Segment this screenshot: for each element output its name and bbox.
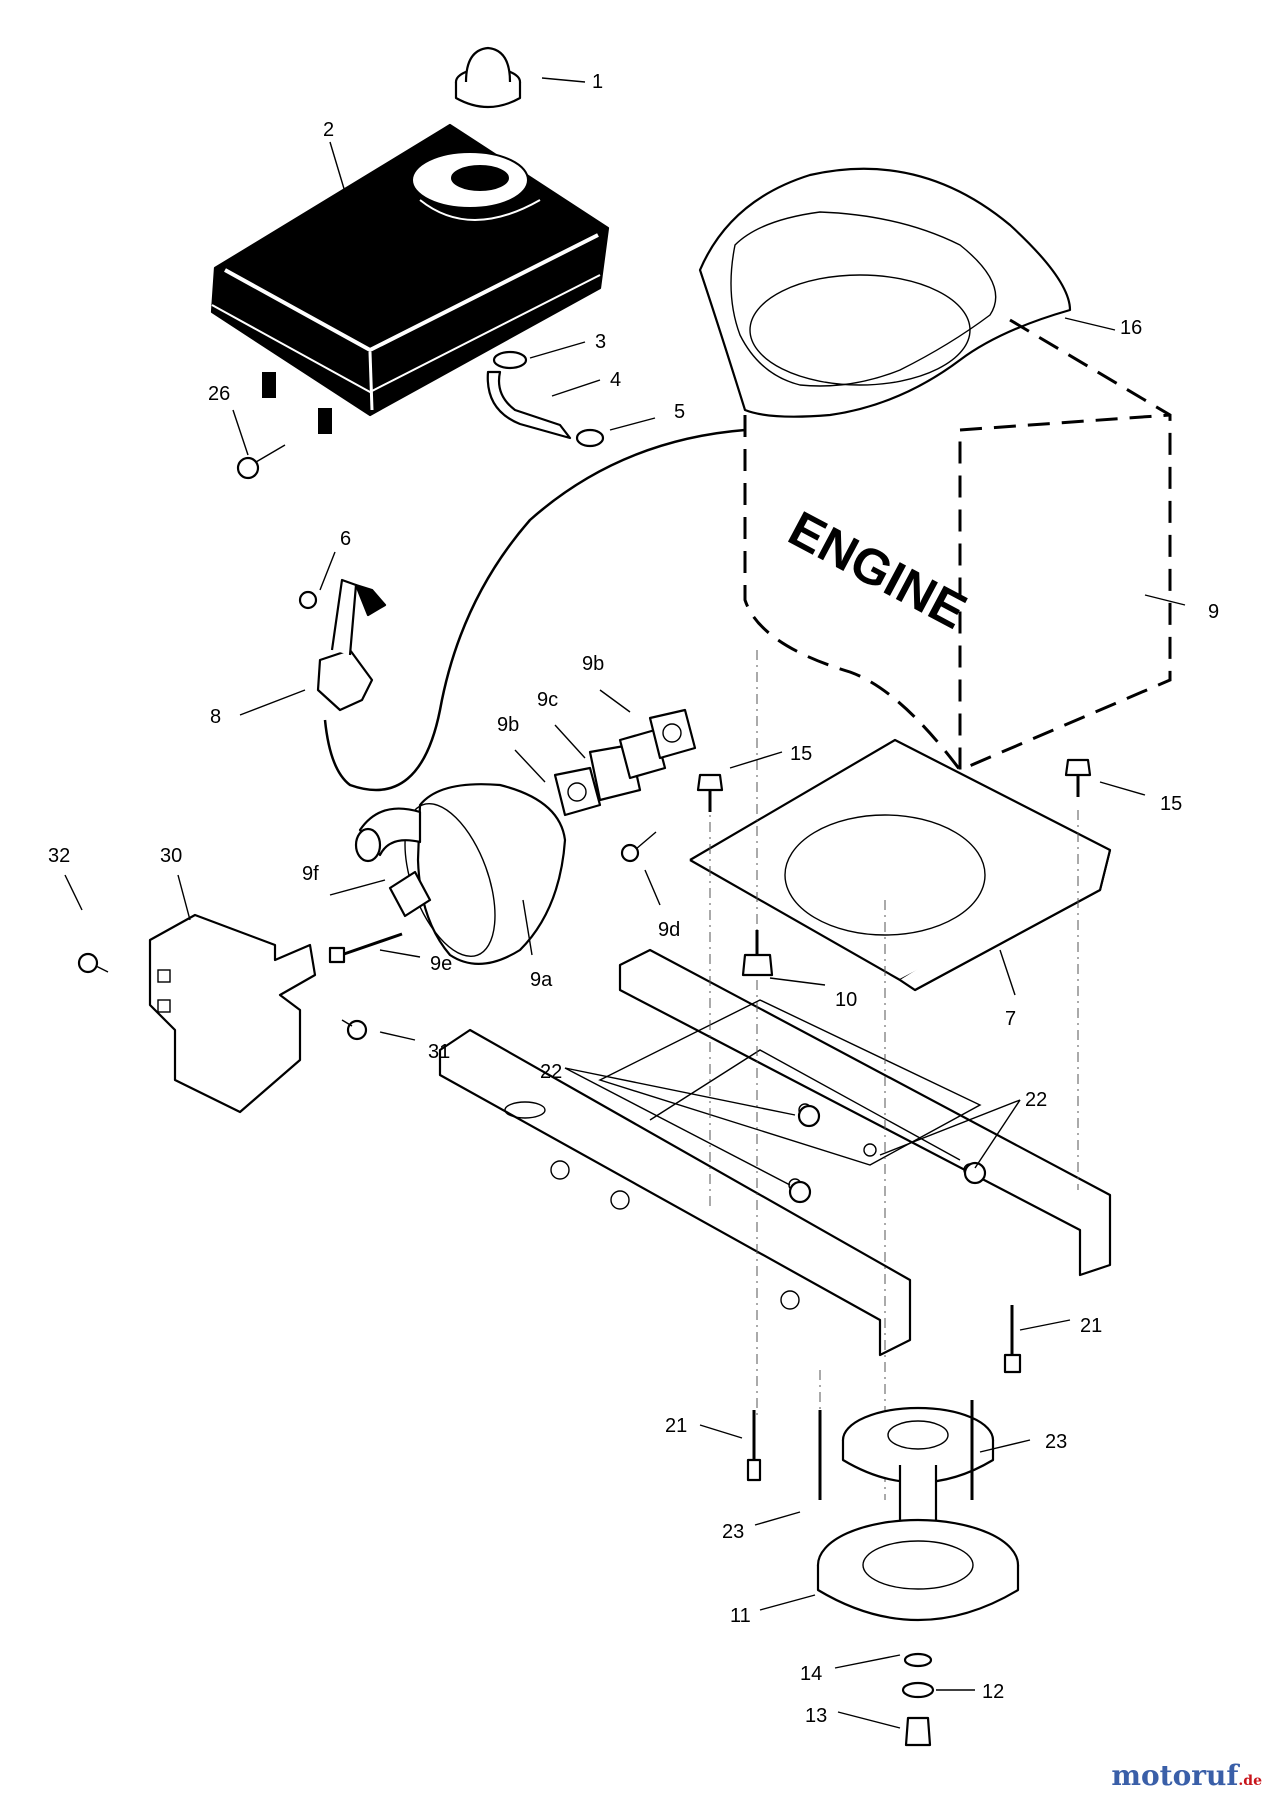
callout-14: 14 [800, 1663, 822, 1685]
callout-21-right: 21 [1080, 1315, 1102, 1337]
watermark-brand: motoruf [1111, 1759, 1239, 1792]
callout-3: 3 [595, 331, 606, 353]
callout-23-left: 23 [722, 1521, 744, 1543]
callout-13: 13 [805, 1705, 827, 1727]
callout-26: 26 [208, 383, 230, 405]
callout-4: 4 [610, 369, 621, 391]
callout-30: 30 [160, 845, 182, 867]
watermark-suffix: .de [1238, 1773, 1262, 1789]
tractor-frame [438, 948, 1112, 1357]
throttle-control [298, 578, 387, 712]
fuel-tank [210, 123, 610, 434]
callout-9d: 9d [658, 919, 680, 941]
callout-22-left: 22 [540, 1061, 562, 1083]
callout-9b-left: 9b [497, 714, 519, 736]
fuel-hose [486, 350, 605, 448]
muffler [354, 783, 567, 965]
hardware-bolts [77, 444, 657, 1041]
exhaust-gaskets [553, 708, 697, 817]
callout-15-right: 15 [1160, 793, 1182, 815]
throttle-cable [323, 428, 746, 792]
callout-22-right: 22 [1025, 1089, 1047, 1111]
callout-6: 6 [340, 528, 351, 550]
callout-21-left: 21 [665, 1415, 687, 1437]
callout-10: 10 [835, 989, 857, 1011]
small-hardware [696, 758, 1092, 1747]
engine-label: ENGINE [780, 500, 976, 639]
callout-9c: 9c [537, 689, 558, 711]
alignment-lines [709, 650, 1079, 1500]
callout-1: 1 [592, 71, 603, 93]
callout-32: 32 [48, 845, 70, 867]
leader-lines [64, 77, 1186, 1729]
callout-labels: 1 2 3 4 5 16 26 6 8 9 9b 9c 9b 15 15 32 … [48, 71, 1219, 1727]
callout-9: 9 [1208, 601, 1219, 623]
callout-12: 12 [982, 1681, 1004, 1703]
engine-shroud [698, 167, 1072, 418]
callout-15-left: 15 [790, 743, 812, 765]
callout-9f: 9f [302, 863, 319, 885]
heat-shield [148, 913, 317, 1114]
callout-2: 2 [323, 119, 334, 141]
watermark-logo: motoruf.de [1111, 1759, 1262, 1792]
callout-23-right: 23 [1045, 1431, 1067, 1453]
callout-5: 5 [674, 401, 685, 423]
callout-9a: 9a [530, 969, 553, 991]
fuel-cap [454, 46, 522, 108]
callout-11: 11 [730, 1605, 751, 1627]
engine-pulleys [816, 1406, 1020, 1621]
callout-31: 31 [428, 1041, 450, 1063]
callout-8: 8 [210, 706, 221, 728]
callout-16: 16 [1120, 317, 1142, 339]
callout-9b-right: 9b [582, 653, 604, 675]
callout-9e: 9e [430, 953, 452, 975]
mount-plate [689, 738, 1112, 992]
callout-7: 7 [1005, 1008, 1016, 1030]
